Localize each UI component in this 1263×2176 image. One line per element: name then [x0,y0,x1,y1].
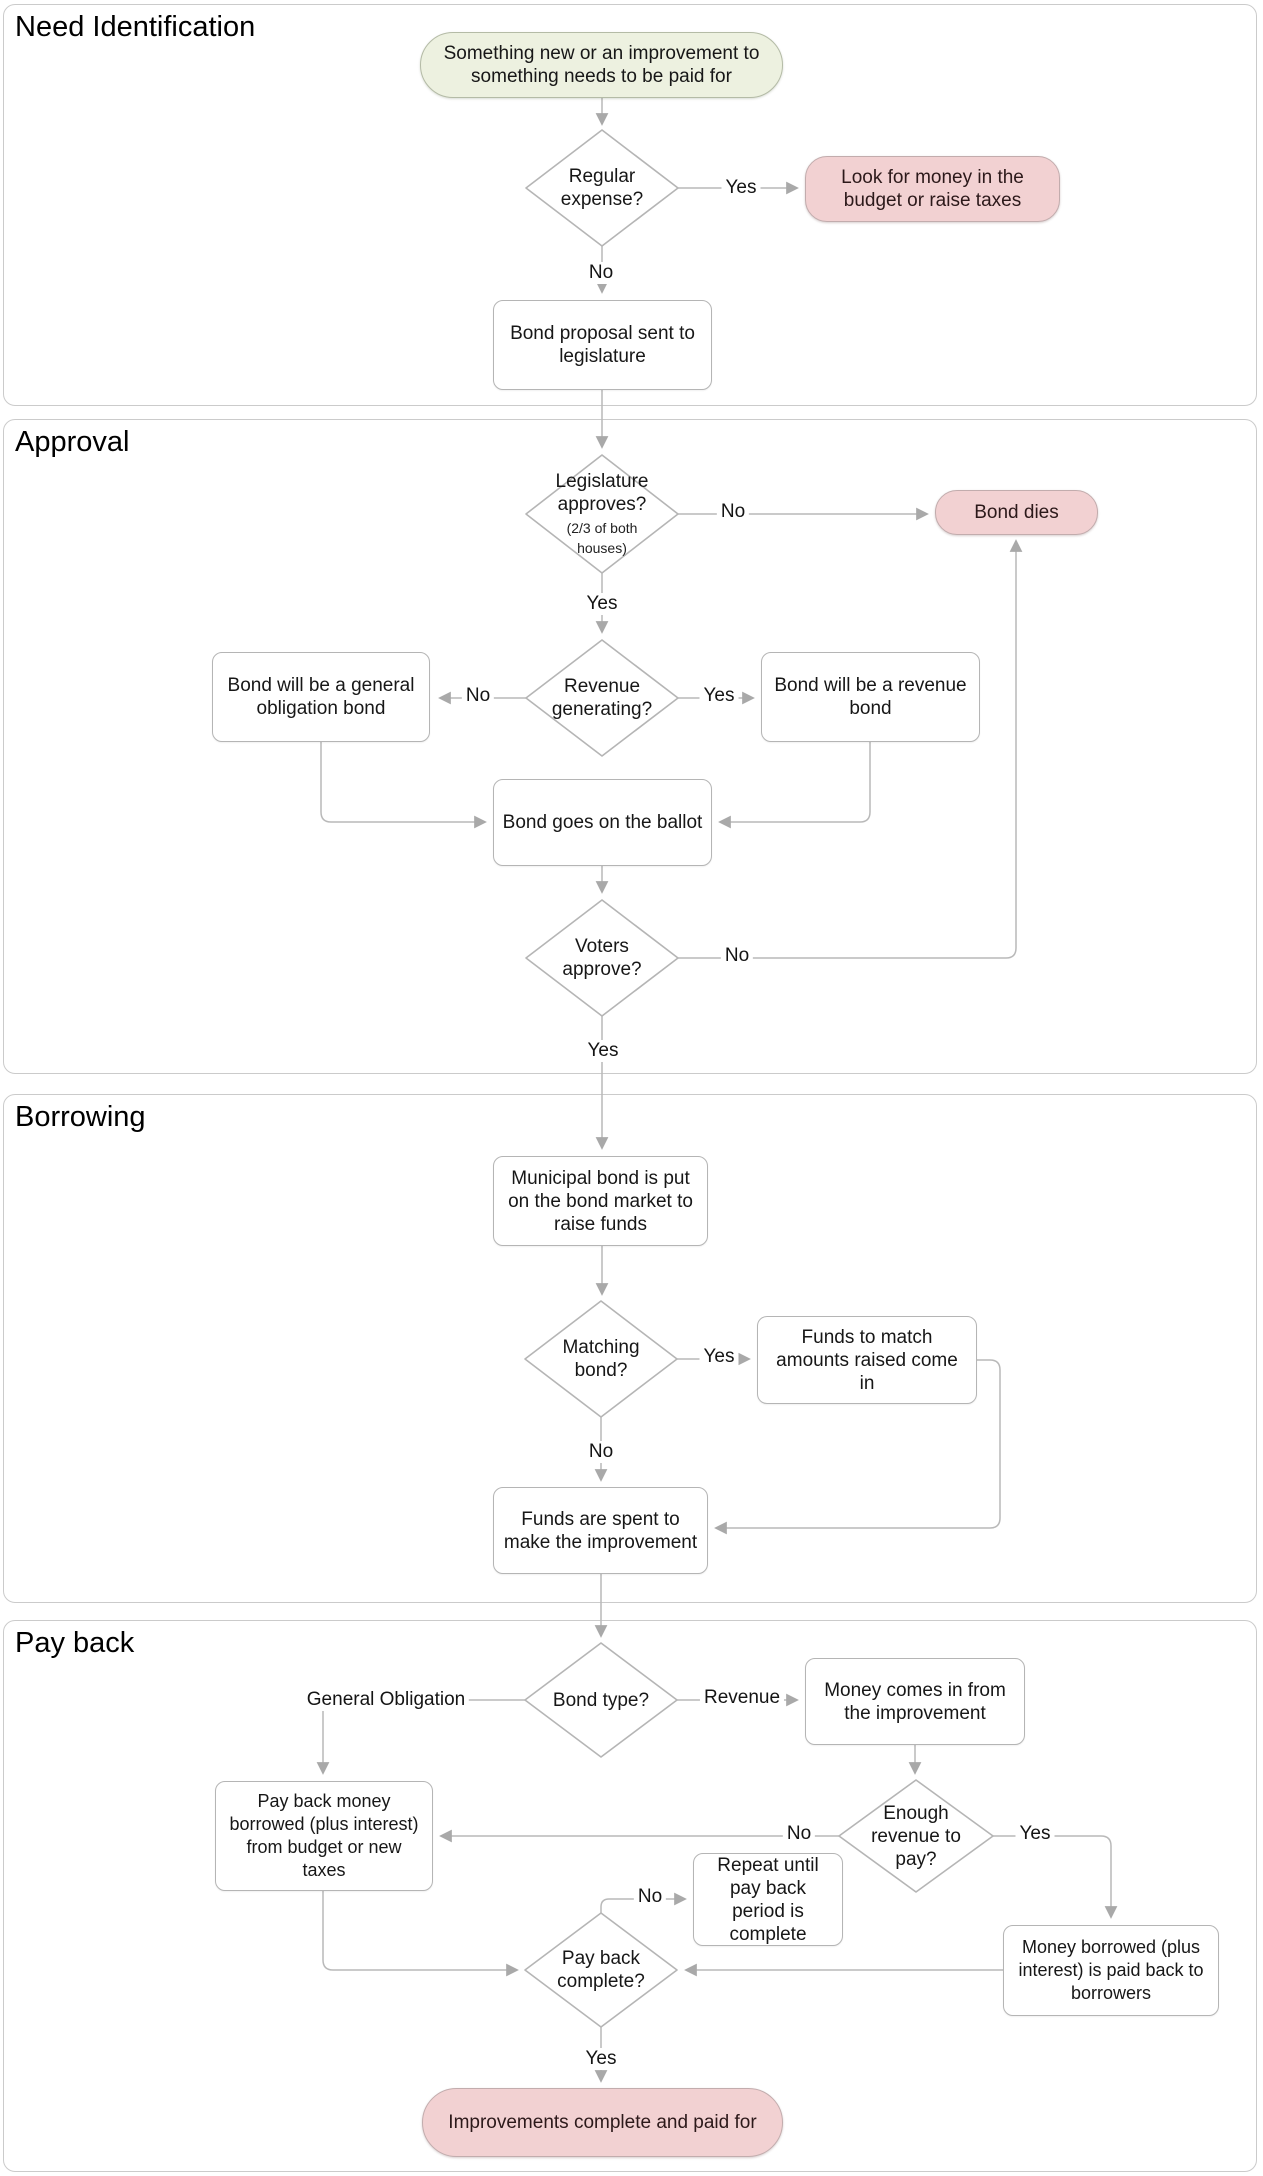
node-revenue-bond: Bond will be a revenue bond [761,652,980,742]
decision-regular-expense-shape [525,129,679,247]
section-title-borrowing: Borrowing [15,1101,146,1133]
node-general-obligation-bond: Bond will be a general obligation bond [212,652,430,742]
edge-label-regular-expense-no: No [584,262,618,284]
section-title-pay-back: Pay back [15,1627,135,1659]
node-improvements-complete: Improvements complete and paid for [422,2088,783,2157]
node-bond-proposal: Bond proposal sent to legislature [493,300,712,390]
edge-label-enough-yes: Yes [1015,1823,1055,1845]
edge-label-bond-type-revenue: Revenue [699,1687,785,1709]
node-municipal-bond: Municipal bond is put on the bond market… [493,1156,708,1246]
edge-label-revenue-generating-yes: Yes [699,685,739,707]
edge-enough-yes-to-money-borrowed [993,1835,1118,1919]
decision-payback-complete-shape [524,1912,678,2028]
decision-matching-bond-shape [524,1300,678,1418]
node-bond-dies: Bond dies [935,490,1098,535]
edge-label-regular-expense-yes: Yes [721,177,761,199]
edge-label-voters-no: No [720,945,754,967]
node-money-borrowed: Money borrowed (plus interest) is paid b… [1003,1925,1219,2016]
decision-legislature-approves-shape [525,454,679,574]
decision-revenue-generating-shape [525,639,679,757]
node-look-for-money: Look for money in the budget or raise ta… [805,156,1060,222]
decision-voters-approve-shape [525,899,679,1017]
decision-enough-revenue-shape [838,1779,994,1893]
node-start: Something new or an improvement to somet… [420,32,783,98]
edge-label-voters-yes: Yes [583,1040,623,1062]
edge-voters-no-to-bond-dies [678,539,1023,959]
edge-label-legislature-no: No [716,501,750,523]
edge-payback-money-to-payback-complete [322,1891,519,1977]
node-repeat-until: Repeat until pay back period is complete [693,1853,843,1946]
node-funds-spent: Funds are spent to make the improvement [493,1487,708,1574]
edge-revenue-bond-to-ballot [718,742,871,829]
edge-label-revenue-generating-no: No [461,685,495,707]
edge-label-enough-no: No [782,1823,816,1845]
decision-bond-type-shape [524,1642,678,1758]
edge-payback-complete-no-to-repeat [600,1892,687,1913]
node-ballot: Bond goes on the ballot [493,779,712,866]
edge-label-bond-type-general: General Obligation [302,1689,470,1711]
edge-label-matching-yes: Yes [699,1346,739,1368]
node-funds-match: Funds to match amounts raised come in [757,1316,977,1404]
node-payback-money: Pay back money borrowed (plus interest) … [215,1781,433,1891]
edge-label-matching-no: No [584,1441,618,1463]
section-title-need-identification: Need Identification [15,11,256,43]
edge-general-obligation-to-ballot [320,742,487,829]
node-money-comes-in: Money comes in from the improvement [805,1658,1025,1745]
edge-label-payback-yes: Yes [581,2048,621,2070]
edge-label-payback-no: No [633,1886,667,1908]
edge-funds-match-to-funds-spent [714,1359,1001,1535]
section-title-approval: Approval [15,426,130,458]
edge-label-legislature-yes: Yes [582,593,622,615]
